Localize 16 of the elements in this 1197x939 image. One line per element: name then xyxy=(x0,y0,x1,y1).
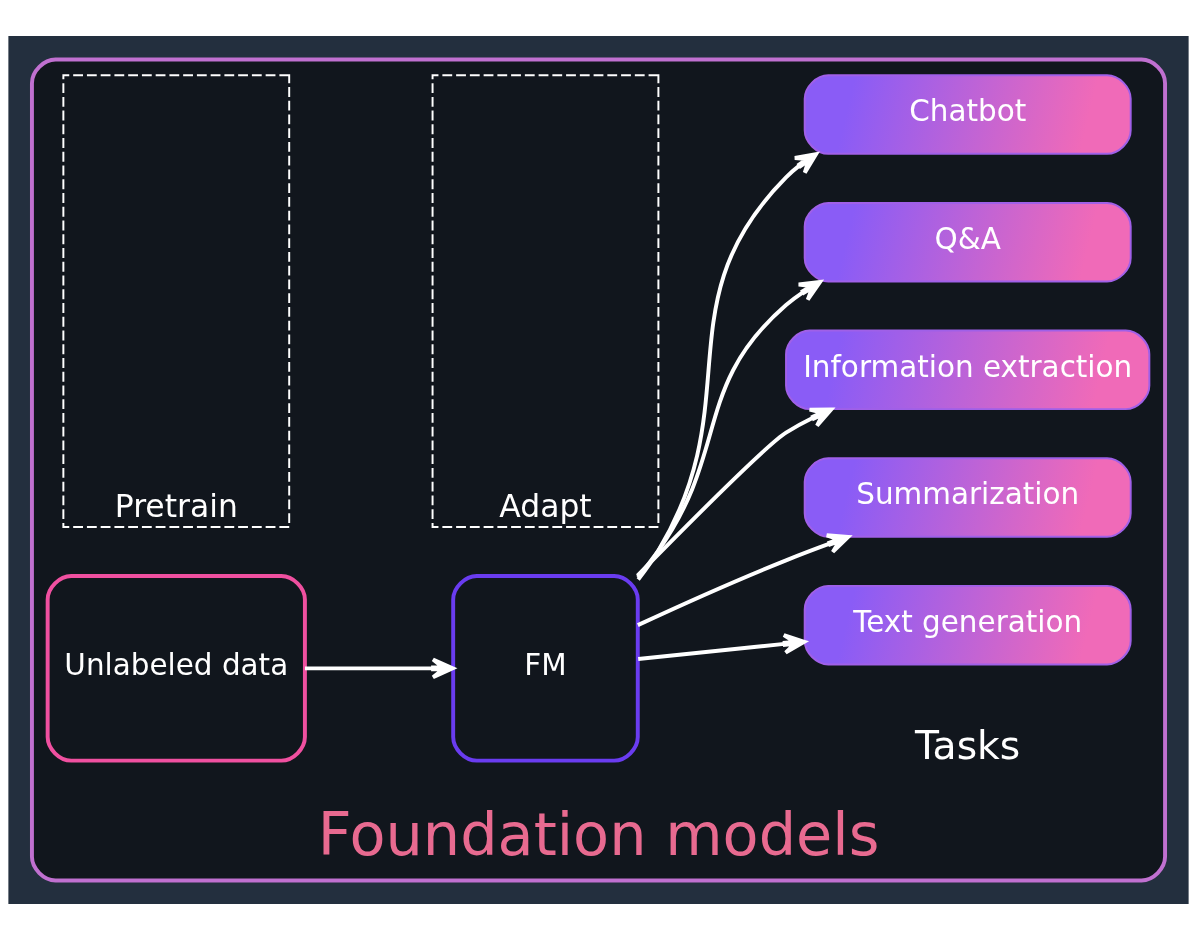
arrow xyxy=(636,406,834,577)
label: Tasks xyxy=(915,722,1021,768)
node-box: FM xyxy=(451,573,640,763)
node-box: Information extraction xyxy=(785,329,1151,410)
node-box: Unlabeled data xyxy=(45,573,307,763)
arrow xyxy=(637,532,851,627)
arrow xyxy=(636,151,818,581)
arrow xyxy=(304,657,455,679)
node-box: Text generation xyxy=(803,584,1132,665)
arrow xyxy=(638,632,807,661)
node-box: Chatbot xyxy=(803,73,1132,155)
node-box: Adapt xyxy=(431,73,660,528)
node-box: Q&A xyxy=(803,201,1132,282)
node-box: Pretrain xyxy=(62,73,291,528)
node-box: Summarization xyxy=(803,456,1132,538)
arrow xyxy=(636,279,823,578)
